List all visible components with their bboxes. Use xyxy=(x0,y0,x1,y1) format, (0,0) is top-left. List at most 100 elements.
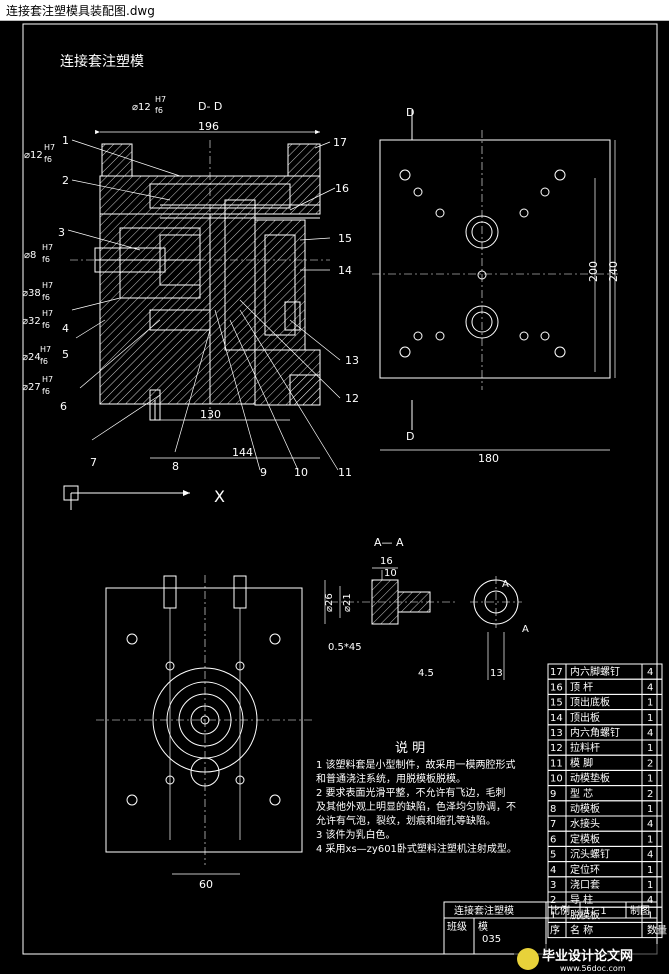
guide-block-top-left xyxy=(101,143,133,177)
balloon-2: 2 xyxy=(62,174,69,187)
fit-7: ⌀27 xyxy=(22,382,41,393)
svg-text:H7: H7 xyxy=(40,345,51,354)
bom-cell-name: 定位环 xyxy=(570,863,600,876)
bom-cell-qty: 4 xyxy=(647,682,653,693)
plan-plate xyxy=(379,139,611,379)
bom-cell-qty: 1 xyxy=(647,910,653,921)
svg-text:f6: f6 xyxy=(44,155,52,164)
cad-drawing: 连接套注塑模 xyxy=(22,23,667,955)
drawing-canvas[interactable]: 连接套注塑模 xyxy=(0,20,669,974)
bom-cell-no: 15 xyxy=(550,698,563,709)
svg-text:H7: H7 xyxy=(44,143,55,152)
note-line-2: 和普通浇注系统，用脱模板脱模。 xyxy=(316,772,466,785)
svg-text:H7: H7 xyxy=(42,309,53,318)
svg-text:f6: f6 xyxy=(40,357,48,366)
svg-text:f6: f6 xyxy=(155,106,163,115)
part-section-aa xyxy=(324,567,455,625)
dim-60: 60 xyxy=(199,878,213,891)
mold-foot-bottom xyxy=(289,374,321,406)
fit-4: ⌀38 xyxy=(22,288,41,299)
bom-row xyxy=(547,921,663,939)
balloon-14: 14 xyxy=(338,264,352,277)
mold-plan-view xyxy=(96,575,312,875)
bom-cell-no: 11 xyxy=(550,758,563,769)
bom-row xyxy=(547,861,663,878)
bom-cell-qty: 1 xyxy=(647,834,653,845)
bom-cell-name: 浇口套 xyxy=(570,878,600,891)
main-section-view xyxy=(70,140,330,421)
title-part-name: 连接套注塑模 xyxy=(454,904,514,917)
watermark-main: 毕业设计论文网 xyxy=(542,948,633,964)
section-a-mark-top: A xyxy=(502,579,509,590)
note-line-4: 及其他外观上明显的缺陷，色泽均匀协调，不 xyxy=(316,800,516,813)
bom-cell-qty: 1 xyxy=(647,774,653,785)
balloon-7: 7 xyxy=(90,456,97,469)
axis-x-label: X xyxy=(214,487,225,506)
dim-phi21: ⌀21 xyxy=(342,593,353,612)
balloon-9: 9 xyxy=(260,466,267,479)
section-aa-label: A— A xyxy=(374,536,404,549)
balloon-16: 16 xyxy=(335,182,349,195)
balloon-6: 6 xyxy=(60,400,67,413)
dim-13: 13 xyxy=(490,668,503,679)
dim-4-5: 4.5 xyxy=(418,668,434,679)
drawing-frame xyxy=(22,23,658,955)
bom-cell-qty: 4 xyxy=(647,850,653,861)
svg-text:f6: f6 xyxy=(42,321,50,330)
svg-text:H7: H7 xyxy=(42,375,53,384)
balloon-15: 15 xyxy=(338,232,352,245)
balloon-4: 4 xyxy=(62,322,69,335)
svg-text:f6: f6 xyxy=(42,255,50,264)
svg-text:H7: H7 xyxy=(42,281,53,290)
balloon-1: 1 xyxy=(62,134,69,147)
part-end-view xyxy=(470,576,522,680)
note-line-6: 3 该件为乳白色。 xyxy=(316,828,396,841)
bom-cell-no: 3 xyxy=(550,880,556,891)
bom-row xyxy=(547,891,663,908)
bom-cell-no: 12 xyxy=(550,743,563,754)
bom-cell-name: 名 称 xyxy=(570,924,593,937)
balloon-3: 3 xyxy=(58,226,65,239)
dim-200: 200 xyxy=(587,261,600,282)
dim-240: 240 xyxy=(607,261,620,282)
note-line-3: 2 要求表面光滑平整，不允许有飞边，毛刺 xyxy=(316,786,506,799)
balloon-5: 5 xyxy=(62,348,69,361)
bom-cell-qty: 1 xyxy=(647,698,653,709)
title-drawing-no: 035 xyxy=(482,934,501,945)
axis-indicator xyxy=(63,485,190,510)
fit-2: ⌀12 xyxy=(24,150,43,161)
window-title: 连接套注塑模具装配图.dwg xyxy=(6,4,155,18)
balloon-13: 13 xyxy=(345,354,359,367)
title-mold-label: 模 xyxy=(478,921,488,933)
svg-text:H7: H7 xyxy=(155,95,166,104)
bom-cell-no: 7 xyxy=(550,819,556,830)
bom-cell-no: 4 xyxy=(550,865,556,876)
bom-row xyxy=(547,678,663,695)
bom-cell-name: 顶出板 xyxy=(570,711,600,724)
dim-196: 196 xyxy=(198,120,219,133)
bom-cell-qty: 4 xyxy=(647,728,653,739)
dim-130: 130 xyxy=(200,408,221,421)
note-line-1: 1 该塑料套是小型制件，故采用一模两腔形式 xyxy=(316,758,516,771)
bom-cell-name: 动模板 xyxy=(570,802,600,815)
balloon-11: 11 xyxy=(338,466,352,479)
bom-cell-no: 16 xyxy=(550,682,563,693)
svg-text:f6: f6 xyxy=(42,293,50,302)
bom-row xyxy=(547,800,663,817)
dim-180: 180 xyxy=(478,452,499,465)
plan-d-mark-bottom: D xyxy=(406,430,414,443)
balloon-17: 17 xyxy=(333,136,347,149)
drawing-heading: 连接套注塑模 xyxy=(60,53,144,70)
section-dd-label: D- D xyxy=(198,100,222,113)
moving-plate xyxy=(209,213,256,405)
bom-cell-qty: 4 xyxy=(647,895,653,906)
svg-text:H7: H7 xyxy=(42,243,53,252)
watermark-logo: 毕业设计论文网 www.56doc.com xyxy=(514,944,664,974)
bom-row xyxy=(547,785,663,802)
bom-cell-name: 型 芯 xyxy=(570,787,593,800)
bom-cell-name: 水接头 xyxy=(570,817,600,830)
bom-cell-no: 6 xyxy=(550,834,556,845)
balloon-10: 10 xyxy=(294,466,308,479)
bom-cell-no: 9 xyxy=(550,789,556,800)
